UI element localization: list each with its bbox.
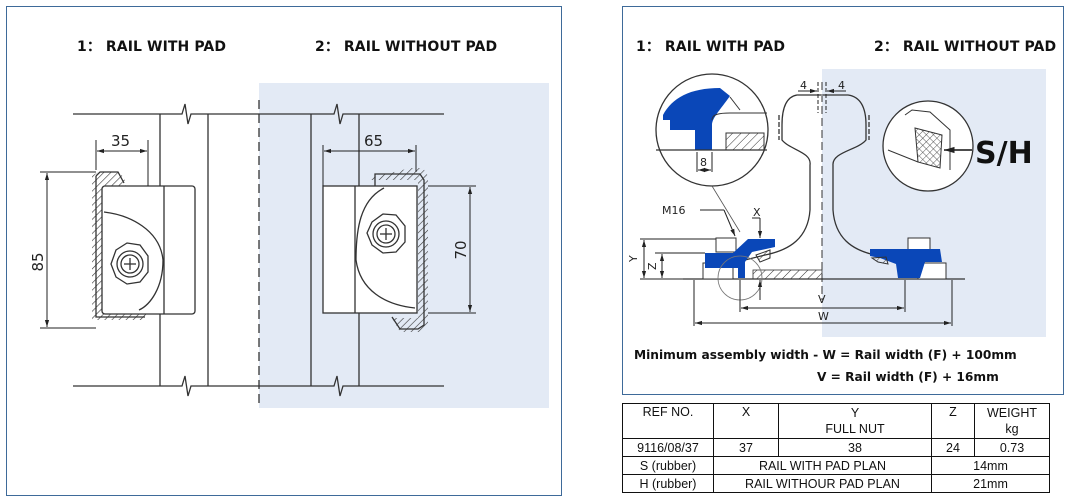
dim-label-85: 85: [29, 252, 47, 271]
detail-circle-without-pad: [882, 100, 974, 192]
header-weight-unit: kg: [1005, 422, 1019, 436]
rail-profile: [744, 94, 896, 261]
heading-rail-without-pad-section: 2： RAIL WITHOUT PAD: [874, 39, 1057, 55]
cell-pad-name: H (rubber): [622, 474, 714, 493]
cell-pad-thickness: 21mm: [931, 474, 1050, 493]
dim-label-z: Z: [646, 262, 659, 270]
rail-pad: [752, 269, 823, 280]
dim-label-35: 35: [111, 132, 130, 150]
header-weight-label: WEIGHT: [987, 406, 1037, 420]
cell-pad-plan: RAIL WITHOUR PAD PLAN: [713, 474, 932, 493]
spec-table: REF NO. X Y FULL NUT Z WEIGHT kg 9116/08/3…: [622, 403, 1050, 493]
heading-rail-without-pad: 2： RAIL WITHOUT PAD: [315, 39, 498, 55]
assembly-note-v: V = Rail width (F) + 16mm: [817, 370, 999, 384]
table-row: S (rubber) RAIL WITH PAD PLAN 14mm: [622, 456, 1050, 475]
cell-weight: 0.73: [974, 438, 1050, 457]
assembly-note-w: Minimum assembly width - W = Rail width …: [634, 348, 1017, 362]
cell-z: 24: [931, 438, 975, 457]
bolt-label-m16: M16: [662, 204, 686, 217]
dim-label-70: 70: [452, 240, 470, 259]
header-x: X: [713, 403, 779, 439]
clip-section-right: [870, 237, 947, 280]
header-y-sub: FULL NUT: [825, 422, 885, 436]
dim-label-x: X: [753, 206, 761, 219]
dimension-65: [322, 145, 476, 314]
table-header-row: REF NO. X Y FULL NUT Z WEIGHT kg: [622, 403, 1050, 439]
heading-rail-with-pad-section: 1： RAIL WITH PAD: [636, 39, 786, 55]
cell-y: 38: [778, 438, 932, 457]
cell-pad-thickness: 14mm: [931, 456, 1050, 475]
header-y: Y FULL NUT: [778, 403, 932, 439]
table-row: H (rubber) RAIL WITHOUR PAD PLAN 21mm: [622, 474, 1050, 493]
gap-label-right: 4: [838, 79, 845, 92]
dimension-35: [40, 140, 149, 329]
detail-circle-with-pad: [655, 73, 769, 187]
table-row: 9116/08/37 37 38 24 0.73: [622, 438, 1050, 457]
dim-label-65: 65: [364, 132, 383, 150]
cell-pad-plan: RAIL WITH PAD PLAN: [713, 456, 932, 475]
dim-label-v: V: [818, 293, 826, 306]
header-ref-no: REF NO.: [622, 403, 714, 439]
cell-ref-no: 9116/08/37: [622, 438, 714, 457]
cell-x: 37: [713, 438, 779, 457]
detail-dim-8: 8: [700, 156, 707, 169]
dim-label-y: Y: [627, 255, 640, 263]
clip-plan-without-pad: [322, 168, 428, 332]
header-y-label: Y: [850, 406, 860, 420]
cell-pad-name: S (rubber): [622, 456, 714, 475]
dim-label-w: W: [818, 310, 829, 323]
header-weight: WEIGHT kg: [974, 403, 1050, 439]
callout-sh: S/H: [975, 136, 1033, 171]
gap-label-left: 4: [800, 79, 807, 92]
heading-rail-with-pad: 1： RAIL WITH PAD: [77, 39, 227, 55]
header-z: Z: [931, 403, 975, 439]
